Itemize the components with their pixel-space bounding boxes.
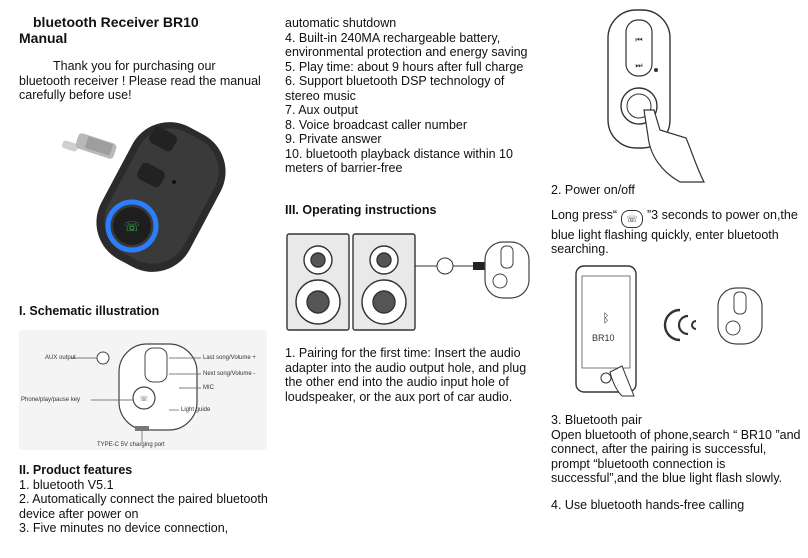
feature-item: 4. Built-in 240MA rechargeable battery, … [285, 30, 528, 60]
speakers-illustration [286, 233, 530, 331]
svg-text:⏮: ⏮ [635, 35, 642, 44]
label-light-guide: Light guide [181, 407, 211, 413]
column-1: bluetooth Receiver BR10 Manual Thank you… [19, 14, 269, 103]
power-button-illustration: ⏮ ⏭ [607, 9, 705, 183]
intro-paragraph: Thank you for purchasing our bluetooth r… [19, 59, 261, 102]
label-next-song: Next song/Volume - [203, 371, 256, 377]
step-2-text-post: ”3 seconds to power on,the blue light fl… [551, 207, 798, 257]
product-photo: ☏ [61, 122, 226, 272]
feature-item: 1. bluetooth V5.1 [19, 477, 114, 492]
feature-item: 2. Automatically connect the paired blue… [19, 492, 268, 521]
power-button-icon: ☏ [621, 209, 644, 228]
section-3-heading: III. Operating instructions [285, 203, 437, 217]
doc-title: bluetooth Receiver BR10 Manual [19, 14, 269, 46]
label-aux-output: AUX output [45, 355, 76, 361]
svg-text:ᛒ: ᛒ [602, 311, 609, 325]
svg-text:☏: ☏ [140, 395, 149, 403]
title-line-1: bluetooth Receiver BR10 [33, 14, 199, 30]
step-2-text: Long press“☏”3 seconds to power on,the b… [551, 208, 801, 257]
feature-item: automatic shutdown [285, 16, 397, 30]
step-3-title: 3. Bluetooth pair [551, 413, 643, 427]
feature-item: 10. bluetooth playback distance within 1… [285, 146, 513, 176]
step-4-text: 4. Use bluetooth hands-free calling [551, 498, 745, 512]
product-features: II. Product features 1. bluetooth V5.1 2… [19, 463, 269, 536]
label-last-song: Last song/Volume + [203, 355, 256, 361]
feature-item: 5. Play time: about 9 hours after full c… [285, 59, 524, 74]
svg-text:☏: ☏ [124, 219, 140, 234]
feature-item: 6. Support bluetooth DSP technology of s… [285, 74, 505, 103]
schematic-drawing: ☏ [71, 343, 201, 442]
step-2: 2. Power on/off Long press“☏”3 seconds t… [551, 183, 801, 257]
label-mic: MIC [203, 385, 214, 391]
step-3-text: Open bluetooth of phone,search “ BR10 ”a… [551, 427, 801, 486]
step-2-text-pre: Long press“ [551, 207, 618, 222]
section-1-heading: I. Schematic illustration [19, 304, 160, 318]
feature-item: 9. Private answer [285, 132, 382, 146]
column-2: automatic shutdown 4. Built-in 240MA rec… [285, 16, 535, 176]
step-2-title: 2. Power on/off [551, 183, 635, 197]
svg-text:⏭: ⏭ [635, 61, 642, 70]
label-phone-key: Phone/play/pause key [21, 397, 81, 403]
feature-item: 7. Aux output [285, 103, 358, 117]
feature-item: 8. Voice broadcast caller number [285, 117, 468, 132]
title-line-2: Manual [19, 30, 68, 46]
feature-item: 3. Five minutes no device connection, [19, 521, 229, 535]
bluetooth-pair-illustration: ᛒ [575, 265, 763, 397]
step-1-text: 1. Pairing for the first time: Insert th… [285, 346, 527, 404]
step-3: 3. Bluetooth pair Open bluetooth of phon… [551, 413, 801, 486]
schematic-diagram: ☏ AUX output Last song/Volume + Next son… [19, 330, 267, 450]
section-2-heading: II. Product features [19, 463, 133, 477]
phone-device-name: BR10 [592, 333, 615, 343]
label-typec-port: TYPE-C 5V charging port [97, 442, 165, 448]
